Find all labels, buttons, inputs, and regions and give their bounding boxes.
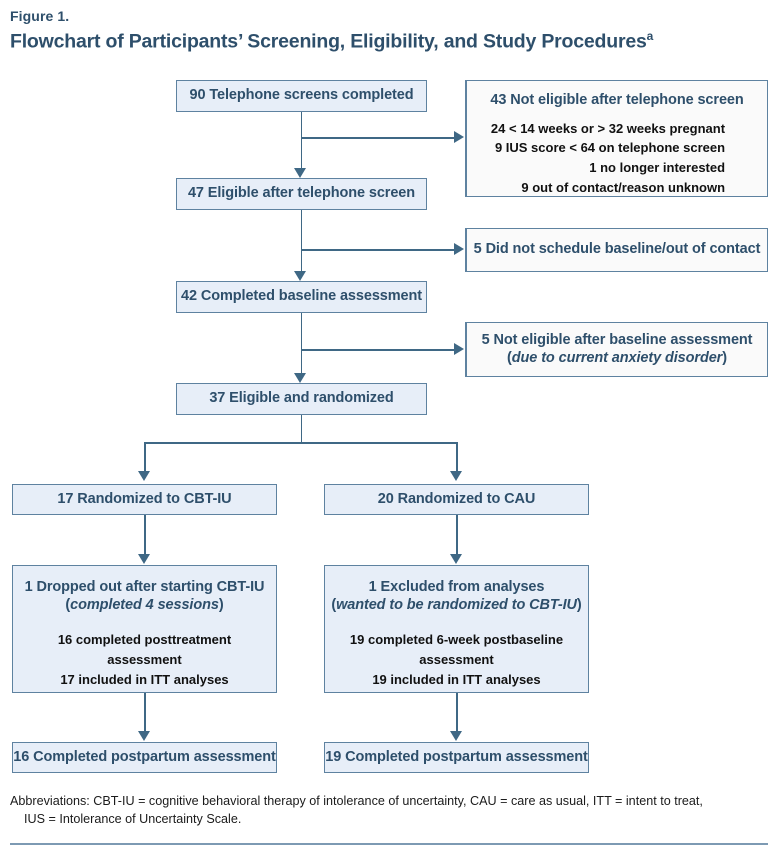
connector-left-outcome-arrow (137, 731, 150, 741)
node-outcome-left: 16 Completed postpartum assessment (12, 742, 277, 773)
paren-open: ( (331, 596, 337, 613)
node-eligible-randomized-label: 37 Eligible and randomized (209, 390, 394, 407)
connector-line-3 (300, 313, 303, 373)
figure-title-footnote-marker: a (646, 29, 654, 43)
attrition-item: assessment (419, 652, 494, 668)
connector-right-alloc-to-attrition (456, 515, 458, 555)
connector-left-alloc-arrow (137, 554, 150, 564)
paren-open: ( (65, 596, 71, 613)
node-not-eligible-baseline-subnote: (due to current anxiety disorder) (507, 350, 727, 368)
node-completed-baseline: 42 Completed baseline assessment (176, 281, 427, 313)
exclusion-item: 9 out of contact/reason unknown (521, 179, 726, 195)
paren-close: ) (722, 349, 727, 366)
node-not-eligible-baseline: 5 Not eligible after baseline assessment… (465, 322, 768, 377)
connector-split-arrow-left (137, 471, 150, 481)
node-attrition-left: 1 Dropped out after starting CBT-IU (com… (12, 565, 277, 693)
exclusion-item: 9 IUS score < 64 on telephone screen (494, 140, 726, 156)
exclusion-item: 1 no longer interested (589, 160, 726, 176)
paren-close: ) (576, 596, 582, 613)
node-allocation-right: 20 Randomized to CAU (324, 484, 589, 515)
paren-text: due to current anxiety disorder (511, 349, 723, 366)
connector-branch-arrow-2 (454, 242, 464, 255)
connector-branch-1 (300, 137, 455, 139)
connector-branch-2 (300, 249, 455, 251)
connector-branch-arrow-1 (454, 130, 464, 143)
connector-branch-arrow-3 (454, 342, 464, 355)
node-attrition-right-subnote: (wanted to be randomized to CBT-IU) (331, 597, 581, 615)
node-attrition-right-headline: 1 Excluded from analyses (368, 579, 545, 595)
node-completed-baseline-label: 42 Completed baseline assessment (181, 288, 422, 305)
node-no-baseline-schedule: 5 Did not schedule baseline/out of conta… (465, 228, 768, 272)
footer-rule (10, 843, 768, 845)
node-eligible-after-phone-label: 47 Eligible after telephone screen (187, 185, 416, 202)
abbreviations-line-1: Abbreviations: CBT-IU = cognitive behavi… (10, 794, 703, 808)
connector-arrow-3 (294, 373, 306, 383)
node-allocation-left: 17 Randomized to CBT-IU (12, 484, 277, 515)
node-not-eligible-baseline-headline: 5 Not eligible after baseline assessment (481, 331, 753, 348)
attrition-item: 19 included in ITT analyses (372, 671, 541, 687)
node-not-eligible-phone: 43 Not eligible after telephone screen 2… (465, 80, 768, 197)
attrition-item: 17 included in ITT analyses (60, 671, 229, 687)
connector-right-attrition-to-outcome (456, 693, 458, 732)
node-not-eligible-phone-headline: 43 Not eligible after telephone screen (490, 92, 744, 108)
attrition-item: 19 completed 6-week postbaseline (349, 632, 564, 648)
connector-split-left (144, 442, 146, 472)
node-eligible-after-phone: 47 Eligible after telephone screen (176, 178, 427, 210)
connector-arrow-1 (294, 168, 306, 178)
node-outcome-right-label: 19 Completed postpartum assessment (325, 748, 588, 765)
figure-label: Figure 1. (10, 8, 70, 24)
node-no-baseline-schedule-headline: 5 Did not schedule baseline/out of conta… (473, 241, 761, 258)
abbreviations-line-2: IUS = Intolerance of Uncertainty Scale. (24, 811, 242, 826)
node-telephone-screens-label: 90 Telephone screens completed (189, 87, 414, 104)
figure-title: Flowchart of Participants’ Screening, El… (10, 29, 653, 54)
figure-title-text: Flowchart of Participants’ Screening, El… (10, 30, 647, 53)
connector-branch-3 (300, 349, 455, 351)
node-attrition-left-items: 16 completed posttreatment assessment 17… (58, 630, 231, 689)
connector-right-alloc-arrow (449, 554, 462, 564)
node-outcome-right: 19 Completed postpartum assessment (324, 742, 589, 773)
connector-right-outcome-arrow (449, 731, 462, 741)
node-attrition-right-items: 19 completed 6-week postbaseline assessm… (350, 630, 563, 689)
node-attrition-left-subnote: (completed 4 sessions) (65, 597, 223, 615)
node-eligible-randomized: 37 Eligible and randomized (176, 383, 427, 415)
connector-line-1 (300, 112, 303, 168)
connector-split-stem (300, 415, 303, 443)
node-attrition-left-headline: 1 Dropped out after starting CBT-IU (24, 579, 265, 595)
node-attrition-right: 1 Excluded from analyses (wanted to be r… (324, 565, 589, 693)
paren-text: completed 4 sessions (70, 596, 219, 613)
exclusion-item: 24 < 14 weeks or > 32 weeks pregnant (490, 120, 726, 136)
node-allocation-right-label: 20 Randomized to CAU (377, 490, 536, 507)
connector-arrow-2 (294, 271, 306, 281)
attrition-item: 16 completed posttreatment (57, 632, 232, 648)
node-not-eligible-phone-items: 24 < 14 weeks or > 32 weeks pregnant 9 I… (491, 119, 743, 198)
connector-split-arrow-right (449, 471, 462, 481)
paren-text: wanted to be randomized to CBT-IU (336, 596, 577, 613)
paren-close: ) (218, 596, 224, 613)
connector-split-bar (144, 442, 457, 444)
abbreviations-note: Abbreviations: CBT-IU = cognitive behavi… (10, 793, 768, 829)
connector-line-2 (300, 210, 303, 271)
connector-left-alloc-to-attrition (144, 515, 146, 555)
node-allocation-left-label: 17 Randomized to CBT-IU (57, 490, 232, 507)
node-outcome-left-label: 16 Completed postpartum assessment (13, 748, 276, 765)
node-telephone-screens: 90 Telephone screens completed (176, 80, 427, 112)
paren-open: ( (507, 349, 512, 366)
connector-split-right (456, 442, 458, 472)
connector-left-attrition-to-outcome (144, 693, 146, 732)
attrition-item: assessment (107, 652, 182, 668)
